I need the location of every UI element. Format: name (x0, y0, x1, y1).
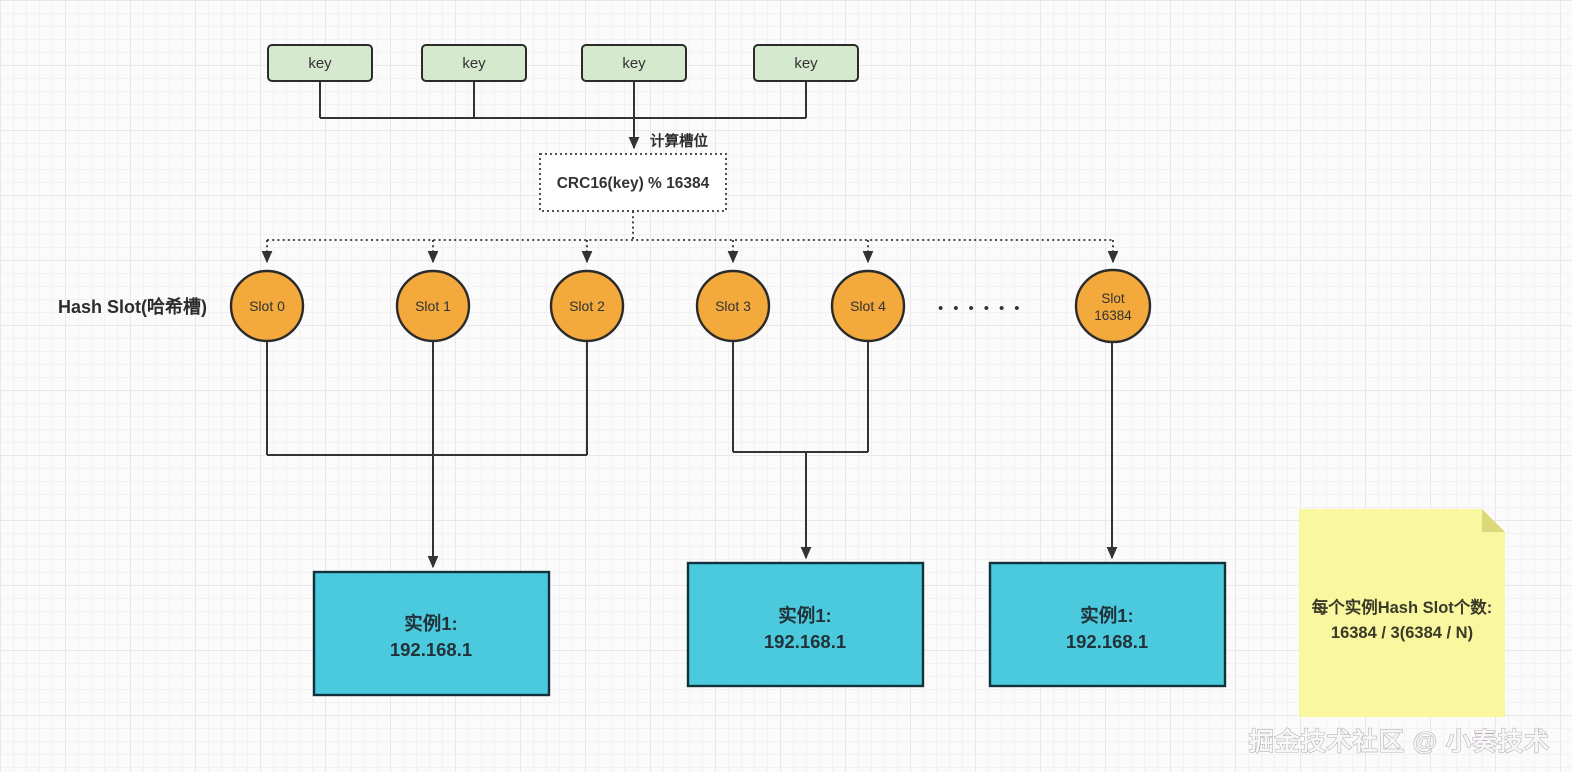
instance-node-3: 实例1: 192.168.1 (988, 561, 1227, 688)
key-label: key (308, 55, 332, 72)
slot-node-16384: Slot 16384 (1074, 268, 1152, 344)
group2-connector (732, 341, 869, 453)
instance-node-2: 实例1: 192.168.1 (686, 561, 925, 688)
key-node-2: key (421, 44, 527, 82)
key-label: key (462, 55, 486, 72)
sticky-note-fold-icon (1482, 509, 1505, 532)
group1-connector (266, 341, 588, 456)
slot-label-line1: Slot (1101, 291, 1125, 306)
instance-box (312, 570, 551, 697)
slot-label: Slot 1 (415, 298, 451, 314)
instance-name: 实例1: (404, 613, 457, 634)
calc-slot-label: 计算槽位 (650, 132, 708, 150)
slot-node-1: Slot 1 (395, 269, 471, 343)
watermark-text: 掘金技术社区 @ 小奏技术 (1249, 727, 1550, 756)
sticky-note: 每个实例Hash Slot个数: 16384 / 3(6384 / N) (1299, 509, 1505, 717)
crc-distribution-dotted-line (266, 211, 1114, 258)
instance-name: 实例1: (1080, 605, 1133, 626)
instance-box (988, 561, 1227, 688)
key-node-4: key (753, 44, 859, 82)
note-line-2: 16384 / 3(6384 / N) (1331, 624, 1473, 642)
slot-label: Slot 3 (715, 298, 751, 314)
slots-ellipsis-dots: •••••• (938, 300, 1030, 317)
slot-label: Slot 2 (569, 298, 605, 314)
slot-label: Slot 0 (249, 298, 285, 314)
instance-name: 实例1: (778, 605, 831, 626)
instance-address: 192.168.1 (1066, 631, 1148, 652)
slot-node-4: Slot 4 (830, 269, 906, 343)
instance-address: 192.168.1 (764, 631, 846, 652)
sticky-note-body (1299, 509, 1505, 717)
slot-label: Slot 4 (850, 298, 886, 314)
slot-circle (1074, 268, 1152, 344)
key-label: key (794, 55, 818, 72)
slot-node-2: Slot 2 (549, 269, 625, 343)
hash-slot-label: Hash Slot(哈希槽) (58, 296, 207, 317)
instance-address: 192.168.1 (390, 639, 472, 660)
note-line-1: 每个实例Hash Slot个数: (1312, 597, 1493, 617)
slot-node-3: Slot 3 (695, 269, 771, 343)
key-node-3: key (581, 44, 687, 82)
instance-node-1: 实例1: 192.168.1 (312, 570, 551, 697)
keys-junction-line (319, 81, 807, 119)
crc-formula-label: CRC16(key) % 16384 (557, 175, 710, 192)
key-node-1: key (267, 44, 373, 82)
crc-formula-node: CRC16(key) % 16384 (539, 153, 727, 212)
slot-label-line2: 16384 (1094, 308, 1132, 323)
instance-box (686, 561, 925, 688)
slot-node-0: Slot 0 (229, 269, 305, 343)
key-label: key (622, 55, 646, 72)
